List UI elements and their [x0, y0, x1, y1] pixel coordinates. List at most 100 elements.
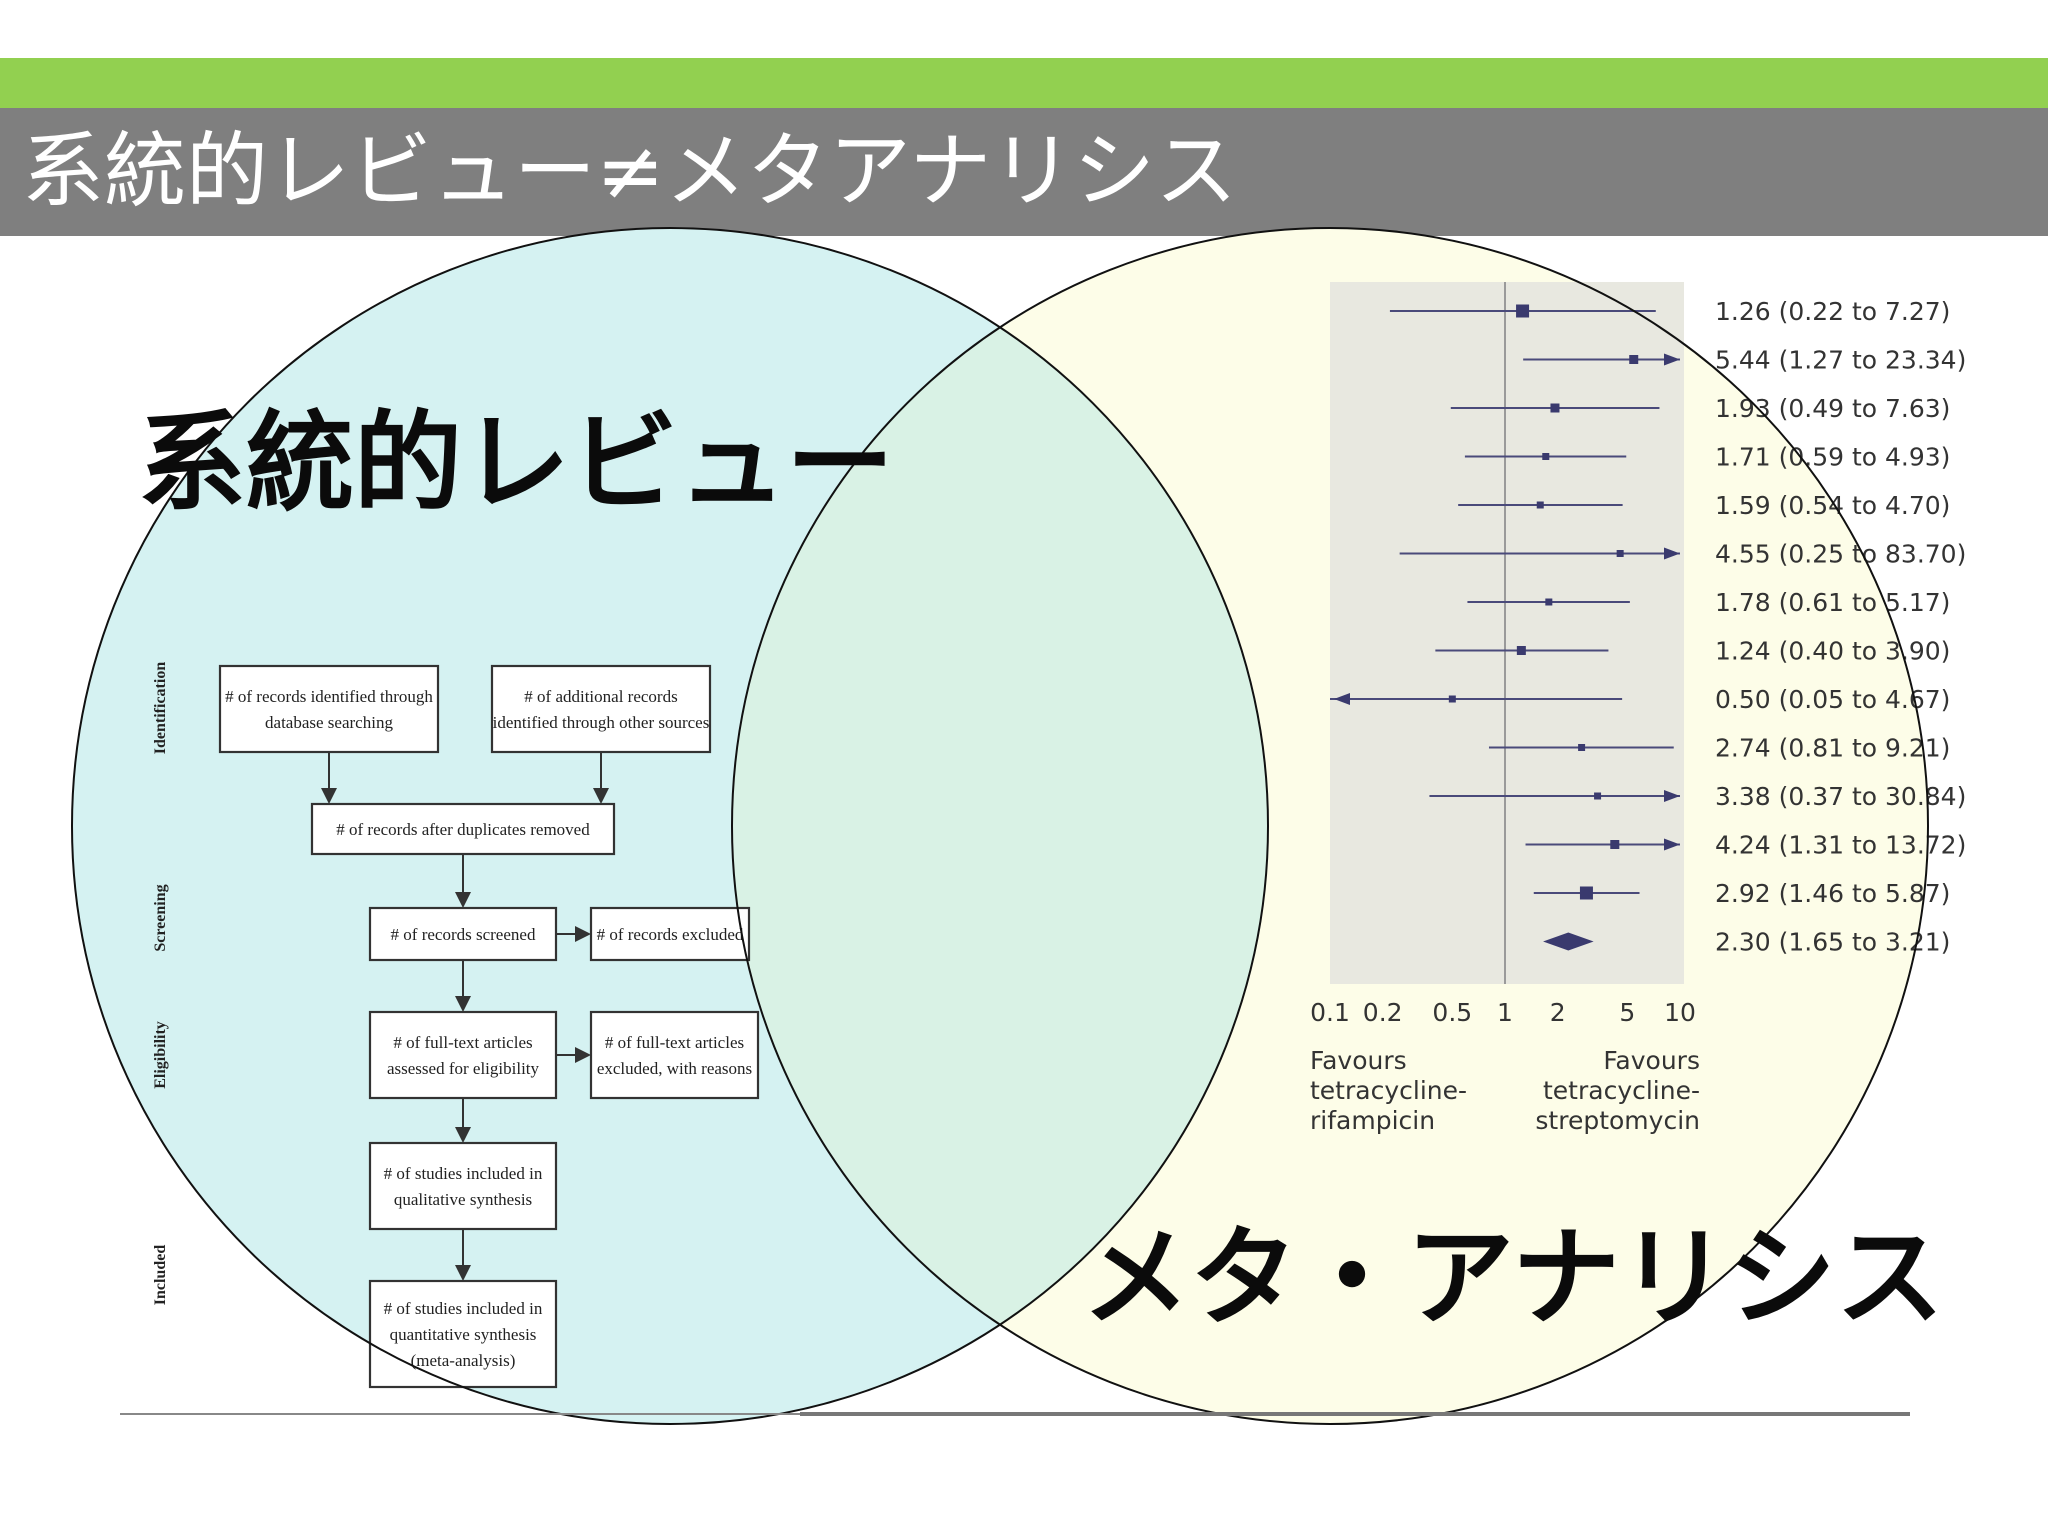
- point-estimate: [1516, 304, 1530, 318]
- forest-row: 2.74 (0.81 to 9.21): [1488, 734, 1950, 763]
- flow-box-text: quantitative synthesis: [390, 1325, 537, 1344]
- flow-boxes: # of records identified throughdatabase …: [218, 664, 760, 1389]
- right-circle-outline: [731, 227, 1929, 1425]
- x-tick-label: 0.2: [1363, 998, 1403, 1027]
- flow-box-other-sources: # of additional records identified throug…: [490, 664, 712, 754]
- estimate-label: 1.24 (0.40 to 3.90): [1715, 637, 1950, 666]
- phase-label-identification: Identification: [152, 662, 169, 755]
- point-estimate: [1579, 886, 1593, 900]
- forest-rows: 1.26 (0.22 to 7.27) 5.44 (1.27 to 23.34) 1…: [1330, 297, 1966, 957]
- slide-title: 系統的レビュー≠メタアナリシス: [22, 124, 1238, 219]
- forest-row: 1.26 (0.22 to 7.27): [1389, 297, 1950, 326]
- flow-box-text: # of records excluded: [597, 925, 744, 944]
- estimate-label: 2.74 (0.81 to 9.21): [1715, 734, 1950, 763]
- forest-row: 1.78 (0.61 to 5.17): [1467, 588, 1950, 617]
- flow-box-text: qualitative synthesis: [394, 1190, 532, 1209]
- flow-box-screened: # of records screened: [368, 906, 558, 962]
- flow-box-fulltext: # of full-text articles assessed for elig…: [368, 1010, 558, 1100]
- prisma-flowchart: IdentificationScreeningEligibilityInclud…: [152, 662, 760, 1389]
- ci-arrow-right: [1664, 353, 1680, 366]
- estimate-label: 1.59 (0.54 to 4.70): [1715, 491, 1950, 520]
- estimate-label: 1.93 (0.49 to 7.63): [1715, 394, 1950, 423]
- favours-right-line: Favours: [1603, 1046, 1700, 1075]
- point-estimate: [1629, 355, 1639, 364]
- flow-box-text: # of records identified through: [225, 687, 433, 706]
- point-estimate: [1594, 792, 1602, 800]
- flow-box-excluded: # of records excluded: [589, 906, 751, 962]
- estimate-label: 1.26 (0.22 to 7.27): [1715, 297, 1950, 326]
- estimate-label: 5.44 (1.27 to 23.34): [1715, 346, 1966, 375]
- x-axis-ticks: 0.1 0.2 0.5 1 2 5 10: [1310, 998, 1696, 1027]
- flow-box-text: # of studies included in: [384, 1299, 543, 1318]
- flow-box-text: # of full-text articles: [605, 1033, 744, 1052]
- point-estimate: [1550, 403, 1560, 413]
- estimate-label: 2.92 (1.46 to 5.87): [1715, 879, 1950, 908]
- flow-box-qualitative: # of studies included in qualitative synt…: [368, 1141, 558, 1231]
- ci-arrow-right: [1664, 838, 1680, 851]
- estimate-label: 4.24 (1.31 to 13.72): [1715, 831, 1966, 860]
- ci-arrow-right: [1664, 547, 1680, 560]
- ci-arrow-left: [1334, 693, 1350, 705]
- point-estimate: [1536, 501, 1544, 509]
- point-estimate: [1616, 550, 1624, 557]
- overlap-region: [732, 228, 1268, 1424]
- accent-bar: [0, 58, 2048, 108]
- favours-right-line: tetracycline-: [1543, 1076, 1700, 1105]
- meta-analysis-label: メタ・アナリシス: [1082, 1216, 1944, 1341]
- point-estimate: [1448, 695, 1456, 703]
- flow-box-fulltext-excluded: # of full-text articles excluded, with re…: [589, 1010, 760, 1100]
- forest-row: 3.38 (0.37 to 30.84): [1429, 782, 1966, 811]
- flow-box-text: # of records screened: [391, 925, 536, 944]
- phase-label-eligibility: Eligibility: [152, 1021, 169, 1089]
- flow-box-text: # of studies included in: [384, 1164, 543, 1183]
- flow-arrows: [321, 752, 609, 1281]
- systematic-review-label: 系統的レビュー: [138, 401, 894, 526]
- point-estimate: [1578, 744, 1586, 751]
- x-tick-label: 1: [1497, 998, 1513, 1027]
- left-circle-outline: [71, 227, 1269, 1425]
- title-bar: [0, 108, 2048, 236]
- favours-left-line: tetracycline-: [1310, 1076, 1467, 1105]
- x-tick-label: 5: [1619, 998, 1635, 1027]
- estimate-label: 1.78 (0.61 to 5.17): [1715, 588, 1950, 617]
- flow-box-text: # of full-text articles: [393, 1033, 532, 1052]
- flow-phases: IdentificationScreeningEligibilityInclud…: [152, 662, 169, 1306]
- estimate-label: 1.71 (0.59 to 4.93): [1715, 443, 1950, 472]
- x-tick-label: 2: [1550, 998, 1566, 1027]
- flow-box-dedup: # of records after duplicates removed: [310, 802, 616, 856]
- favours-left-line: Favours: [1310, 1046, 1407, 1075]
- flow-box-text: excluded, with reasons: [597, 1059, 752, 1078]
- pooled-label: 2.30 (1.65 to 3.21): [1715, 928, 1950, 957]
- x-tick-label: 10: [1664, 998, 1696, 1027]
- point-estimate: [1516, 646, 1526, 655]
- x-tick-label: 0.1: [1310, 998, 1350, 1027]
- favours-right-line: streptomycin: [1535, 1106, 1700, 1135]
- flow-box-text: assessed for eligibility: [387, 1059, 540, 1078]
- flow-box-text: identified through other sources: [493, 713, 710, 732]
- ci-arrow-right: [1664, 790, 1680, 802]
- forest-plot: 1.26 (0.22 to 7.27) 5.44 (1.27 to 23.34) 1…: [1310, 282, 1966, 1135]
- estimate-label: 3.38 (0.37 to 30.84): [1715, 782, 1966, 811]
- forest-row: 4.55 (0.25 to 83.70): [1399, 540, 1966, 569]
- forest-row: 1.93 (0.49 to 7.63): [1450, 394, 1950, 423]
- estimate-label: 4.55 (0.25 to 83.70): [1715, 540, 1966, 569]
- flow-box-text: # of records after duplicates removed: [336, 820, 590, 839]
- forest-row: 4.24 (1.31 to 13.72): [1525, 831, 1966, 860]
- forest-row: 1.71 (0.59 to 4.93): [1464, 443, 1950, 472]
- forest-row: 1.24 (0.40 to 3.90): [1435, 637, 1950, 666]
- pooled-row: 2.30 (1.65 to 3.21): [1543, 928, 1950, 957]
- flow-box-db-search: # of records identified throughdatabase …: [218, 664, 440, 754]
- forest-plot-panel: [1330, 282, 1684, 984]
- pooled-diamond: [1543, 932, 1594, 951]
- point-estimate: [1542, 453, 1550, 460]
- flow-box-text: # of additional records: [524, 687, 677, 706]
- phase-label-screening: Screening: [152, 884, 169, 951]
- flow-box-text: (meta-analysis): [411, 1351, 516, 1370]
- x-tick-label: 0.5: [1432, 998, 1472, 1027]
- favours-left-line: rifampicin: [1310, 1106, 1435, 1135]
- forest-row: 1.59 (0.54 to 4.70): [1458, 491, 1950, 520]
- forest-row: 0.50 (0.05 to 4.67): [1330, 685, 1950, 714]
- point-estimate: [1545, 598, 1553, 606]
- forest-row: 5.44 (1.27 to 23.34): [1523, 346, 1966, 375]
